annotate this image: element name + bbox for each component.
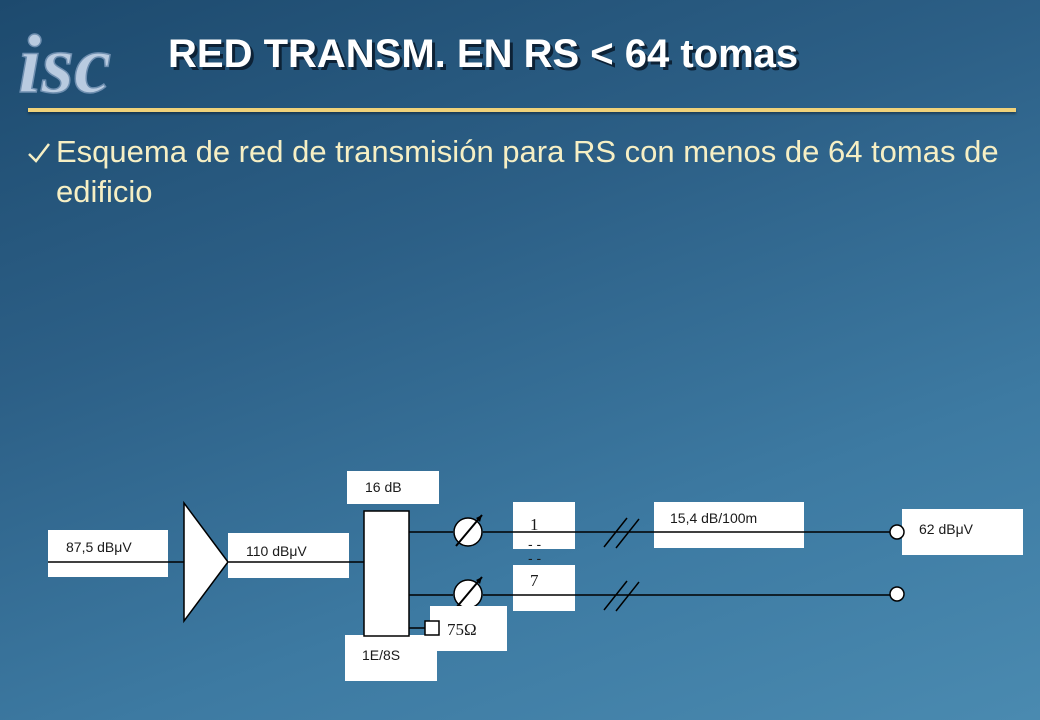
splitter-block [363, 510, 410, 637]
cable-attenuation-box [654, 502, 804, 548]
title-divider [28, 108, 1016, 112]
attenuator-bottom-arrowhead [476, 577, 482, 584]
attenuator-top-arrowhead [476, 515, 482, 522]
terminator-label: 75Ω [447, 620, 477, 639]
slide-title: RED TRANSM. EN RS < 64 tomas [168, 32, 799, 76]
isc-logo-text: isc [18, 18, 111, 100]
amplifier-output-label: 110 dBμV [246, 543, 307, 559]
splitter-loss-box [347, 471, 439, 504]
line-break-mark-bottom-1 [603, 580, 628, 611]
output-index-box-top [513, 502, 575, 549]
amplifier-icon [183, 500, 229, 624]
output-level-label: 62 dBμV [919, 521, 974, 537]
input-level-label: 87,5 dBμV [66, 539, 132, 555]
outlet-top-icon [889, 524, 905, 540]
splitter-name-box [345, 635, 437, 681]
output-index-last: 7 [530, 571, 539, 590]
output-level-box [902, 509, 1023, 555]
input-level-box [48, 530, 168, 577]
line-break-mark-top-1 [603, 517, 628, 548]
cable-attenuation-label: 15,4 dB/100m [670, 510, 757, 526]
attenuator-top-arrow [455, 514, 483, 547]
attenuator-bottom-arrow [455, 576, 483, 609]
output-index-dashes-b: - - [528, 550, 542, 566]
line-break-mark-top-2 [615, 518, 640, 549]
terminator-resistor-icon [424, 620, 440, 636]
output-index-box-bottom [513, 565, 575, 611]
bullet-text: Esquema de red de transmisión para RS co… [56, 134, 999, 209]
outlet-bottom-icon [889, 586, 905, 602]
terminator-box [430, 606, 507, 651]
isc-logo: isc [17, 17, 112, 100]
splitter-loss-label: 16 dB [365, 479, 402, 495]
output-index-dashes-a: - - [528, 536, 542, 552]
output-index-first: 1 [530, 515, 539, 534]
splitter-name-label: 1E/8S [362, 647, 400, 663]
amplifier-output-box [228, 533, 349, 578]
line-break-mark-bottom-2 [615, 581, 640, 612]
bullet-item: Esquema de red de transmisión para RS co… [26, 132, 1036, 212]
checkmark-icon [28, 143, 50, 163]
